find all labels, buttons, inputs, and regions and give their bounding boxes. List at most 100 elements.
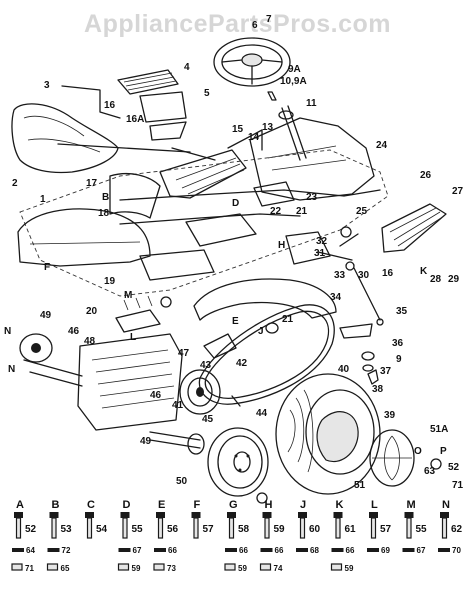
label-p: P (440, 446, 447, 457)
brake-linkage[interactable] (285, 226, 359, 271)
label-27: 27 (452, 186, 464, 197)
rear-axle[interactable] (149, 431, 205, 455)
bolt-shank (406, 517, 412, 539)
label-46-bottom: 46 (150, 390, 162, 401)
label-30: 30 (358, 270, 370, 281)
label-24: 24 (376, 140, 388, 151)
steering-column[interactable] (267, 91, 307, 161)
rear-fender[interactable] (193, 278, 337, 321)
label-47: 47 (178, 348, 190, 359)
hub-cap[interactable] (369, 429, 415, 487)
hardware-item-f[interactable]: F57 (191, 499, 215, 539)
shift-rod[interactable] (353, 267, 384, 326)
label-33: 33 (334, 270, 346, 281)
bolt-shank (264, 517, 270, 539)
label-41: 41 (172, 400, 184, 411)
bolt-head (440, 512, 449, 518)
label-16: 16 (104, 100, 116, 111)
hardware-letter: A (16, 499, 24, 511)
mounting-bracket[interactable] (115, 295, 161, 333)
hardware-letter: M (407, 499, 416, 511)
label-28: 28 (430, 274, 442, 285)
label-29: 29 (448, 274, 460, 285)
washer-icon (153, 563, 165, 571)
hardware-item-c[interactable]: C54 (85, 499, 108, 539)
small-parts[interactable] (160, 296, 442, 504)
hardware-sub-number: 74 (274, 564, 283, 573)
label-49-bottom: 49 (140, 436, 152, 447)
bolt-head (14, 512, 23, 518)
right-pedal[interactable] (381, 203, 447, 253)
hardware-sub-number: 73 (167, 564, 176, 573)
seat[interactable] (11, 103, 119, 174)
hardware-letter: E (158, 499, 165, 511)
hardware-sub-number: 65 (61, 564, 70, 573)
label-48: 48 (84, 336, 96, 347)
label-19: 19 (104, 276, 116, 287)
wheel-rim[interactable] (207, 427, 269, 497)
hardware-bolts: A526471B537265C54D556759E566673F57G58665… (11, 499, 463, 573)
label-31: 31 (314, 248, 326, 259)
label-37: 37 (380, 366, 392, 377)
label-3: 3 (44, 80, 50, 91)
drive-pulley[interactable] (179, 369, 221, 415)
side-panel[interactable] (109, 172, 161, 219)
accelerator-pedal[interactable] (117, 69, 179, 95)
bolt-head (404, 512, 414, 518)
label-f: F (44, 262, 50, 273)
bolt-shank (157, 517, 164, 539)
brake-pedal[interactable] (159, 129, 263, 199)
bolt-shank (15, 517, 22, 539)
hardware-number: 53 (61, 524, 73, 535)
chassis-frame[interactable] (19, 149, 389, 297)
hardware-number: 62 (451, 524, 463, 535)
hardware-sub-number: 67 (133, 546, 142, 555)
label-n-bottom: N (8, 364, 15, 375)
dashboard-console[interactable] (249, 117, 375, 201)
nut-icon (47, 548, 60, 552)
label-51a: 51A (430, 424, 448, 435)
label-43: 43 (200, 360, 212, 371)
washer-icon (11, 563, 23, 571)
washer-icon (224, 563, 236, 571)
washer-icon (330, 563, 343, 571)
steering-wheel[interactable] (213, 37, 291, 87)
part-labels: 6 7 9A 10,9A 11 3 4 5 16 16A 15 14 13 2 … (4, 14, 464, 491)
label-46-top: 46 (68, 326, 80, 337)
hardware-number: 59 (274, 524, 286, 535)
hardware-number: 57 (380, 524, 392, 535)
transaxle[interactable] (19, 333, 183, 431)
label-42: 42 (236, 358, 248, 369)
label-25: 25 (356, 206, 368, 217)
hardware-number: 60 (309, 524, 321, 535)
front-fender[interactable] (17, 208, 151, 267)
label-16a: 16A (126, 114, 144, 125)
hardware-number: 56 (167, 524, 179, 535)
drive-belt[interactable] (198, 304, 335, 405)
label-49-top: 49 (40, 310, 52, 321)
label-21-bottom: 21 (282, 314, 294, 325)
label-26: 26 (420, 170, 432, 181)
label-5: 5 (204, 88, 210, 99)
label-j: J (258, 326, 264, 337)
bolt-shank (335, 517, 341, 539)
hardware-sub-number: 67 (417, 546, 426, 555)
pedal-bracket[interactable] (139, 91, 187, 141)
tire[interactable] (275, 373, 381, 495)
label-d: D (232, 198, 239, 209)
label-n-top: N (4, 326, 11, 337)
label-20: 20 (86, 306, 98, 317)
bolt-shank (193, 517, 199, 539)
label-2: 2 (12, 178, 18, 189)
